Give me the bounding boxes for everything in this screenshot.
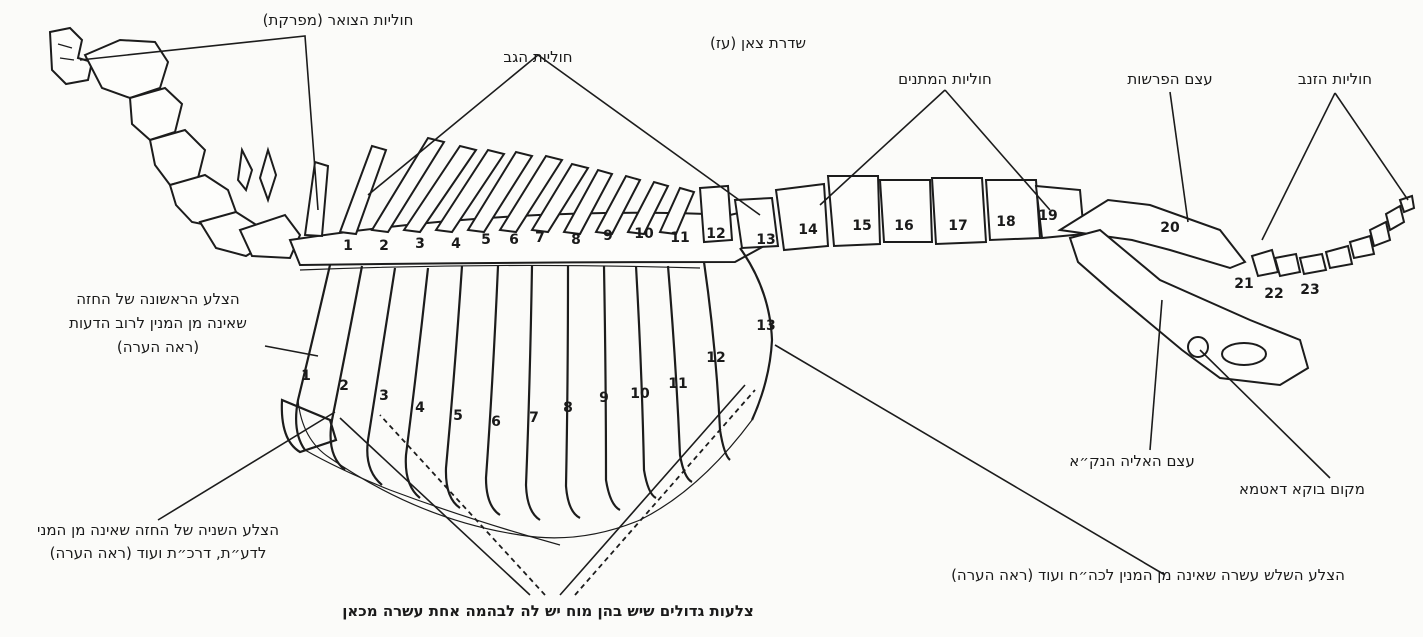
vertebra-number: 8 bbox=[571, 232, 581, 248]
first-rib-label-line1: הצלע הראשונה של החזה bbox=[76, 290, 239, 308]
title-label: שדרת צאן (עז) bbox=[710, 34, 806, 52]
rib-number: 13 bbox=[756, 318, 775, 334]
rib-number: 9 bbox=[599, 390, 609, 406]
vertebra-number: 13 bbox=[756, 232, 775, 248]
big-ribs-label: צלעות גדולים שיש בהן מוח יש לה לבהמה אחת… bbox=[342, 602, 754, 620]
hip-socket-label: מקום בוקא דאטמא bbox=[1239, 480, 1365, 498]
loin-vertebrae-label: חוליות המתנים bbox=[898, 70, 992, 88]
rib-number: 4 bbox=[415, 400, 425, 416]
vertebra-number: 16 bbox=[894, 218, 913, 234]
neck-vertebrae bbox=[85, 40, 300, 258]
vertebra-number: 9 bbox=[603, 228, 613, 244]
second-rib-label-line1: הצלע השניה של החזה שאינה מן המני bbox=[37, 521, 279, 539]
vertebra-number: 19 bbox=[1038, 208, 1057, 224]
neck-vertebrae-label: חוליות הצואר (מפרקת) bbox=[263, 11, 414, 29]
rib-number: 11 bbox=[668, 376, 687, 392]
vertebra-number: 21 bbox=[1234, 276, 1253, 292]
rib-number: 7 bbox=[529, 410, 539, 426]
rib-number: 10 bbox=[630, 386, 650, 402]
tail-vertebrae bbox=[1252, 196, 1414, 276]
vertebra-number: 11 bbox=[670, 230, 689, 246]
first-rib-label-line2: שאינה מן המנין לרוב הדעות bbox=[69, 314, 247, 332]
vertebra-number: 7 bbox=[535, 230, 545, 246]
rib-number: 3 bbox=[379, 388, 389, 404]
vertebra-number: 3 bbox=[415, 236, 425, 252]
vertebra-number: 5 bbox=[481, 232, 491, 248]
second-rib-label-line2: לדע״ת, דרכ״ת ועוד (ראה הערה) bbox=[50, 544, 267, 562]
vertebra-number: 17 bbox=[948, 218, 967, 234]
vertebra-number: 10 bbox=[634, 226, 654, 242]
rib-number: 6 bbox=[491, 414, 501, 430]
hip-bone-label: עצם האליה הנק״א bbox=[1069, 452, 1194, 470]
vertebra-number: 14 bbox=[798, 222, 818, 238]
vertebra-number: 15 bbox=[852, 218, 871, 234]
thirteenth-rib-label: הצלע השלש עשרה שאינה מן המנין לכה״ח ועוד… bbox=[951, 566, 1345, 584]
vertebra-number: 22 bbox=[1264, 286, 1283, 302]
rib-number: 5 bbox=[453, 408, 463, 424]
rib-number: 12 bbox=[706, 350, 725, 366]
vertebra-number: 2 bbox=[379, 238, 389, 254]
rib-number: 2 bbox=[339, 378, 349, 394]
vertebra-number: 12 bbox=[706, 226, 725, 242]
vertebra-number: 20 bbox=[1160, 220, 1180, 236]
first-rib-label-line3: (ראה הערה) bbox=[117, 338, 199, 356]
rib-number: 1 bbox=[301, 368, 311, 384]
tail-vertebrae-label: חוליות הזנב bbox=[1298, 70, 1372, 88]
back-vertebrae-label: חוליות הגב bbox=[503, 48, 572, 66]
vertebra-number: 6 bbox=[509, 232, 519, 248]
vertebra-number: 18 bbox=[996, 214, 1015, 230]
rib-cage bbox=[282, 248, 772, 545]
vertebra-number: 1 bbox=[343, 238, 353, 254]
rib-number: 8 bbox=[563, 400, 573, 416]
sacrum-label: עצם הפרשות bbox=[1127, 70, 1212, 88]
vertebra-number: 4 bbox=[451, 236, 461, 252]
vertebra-number: 23 bbox=[1300, 282, 1319, 298]
